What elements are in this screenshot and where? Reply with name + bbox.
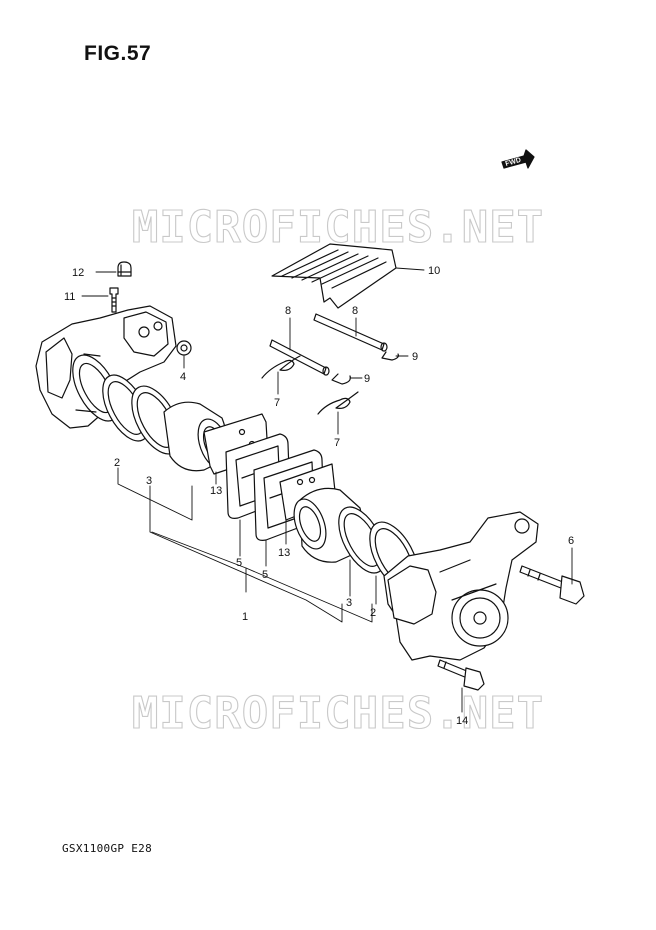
callout-6: 6 (568, 535, 574, 547)
callout-13-right: 13 (278, 547, 290, 559)
callout-3-right: 3 (346, 597, 352, 609)
bleeder-valve-part (109, 287, 119, 313)
callout-8-lower: 8 (285, 305, 291, 317)
pin-clip-upper (381, 351, 399, 361)
callout-9-lower: 9 (364, 373, 370, 385)
washer-part (176, 340, 192, 356)
callout-9-upper: 9 (412, 351, 418, 363)
callout-8-upper: 8 (352, 305, 358, 317)
callout-2-left: 2 (114, 457, 120, 469)
model-code: GSX1100GP E28 (62, 842, 152, 855)
pad-spring-right (317, 391, 359, 415)
figure-title: FIG.57 (84, 42, 152, 65)
callout-7-right: 7 (334, 437, 340, 449)
callout-13-left: 13 (210, 485, 222, 497)
callout-10: 10 (428, 265, 440, 277)
pin-clip-lower (331, 373, 351, 385)
callout-5-outer: 5 (262, 569, 268, 581)
callout-12: 12 (72, 267, 84, 279)
callout-2-right: 2 (370, 607, 376, 619)
pad-pin-lower (269, 339, 330, 376)
callout-7-left: 7 (274, 397, 280, 409)
mounting-bolt-lower (437, 659, 485, 691)
bleeder-cap-part (117, 261, 132, 277)
pad-cover-part (271, 243, 397, 309)
pad-spring-left (261, 355, 301, 379)
callout-14: 14 (456, 715, 468, 727)
forward-arrow-icon (501, 149, 535, 169)
mounting-bolt-upper (519, 565, 585, 605)
callout-1: 1 (242, 611, 248, 623)
watermark-bottom: MICROFICHES.NET (131, 687, 545, 739)
leader-lines (81, 267, 573, 713)
pad-pin-upper (313, 313, 388, 352)
callout-4: 4 (180, 371, 186, 383)
callout-3-left: 3 (146, 475, 152, 487)
callout-5-inner: 5 (236, 557, 242, 569)
caliper-housing-left (35, 305, 177, 429)
callout-11: 11 (64, 291, 75, 303)
caliper-housing-right (383, 511, 539, 661)
fwd-badge-text: FWD (505, 157, 522, 168)
